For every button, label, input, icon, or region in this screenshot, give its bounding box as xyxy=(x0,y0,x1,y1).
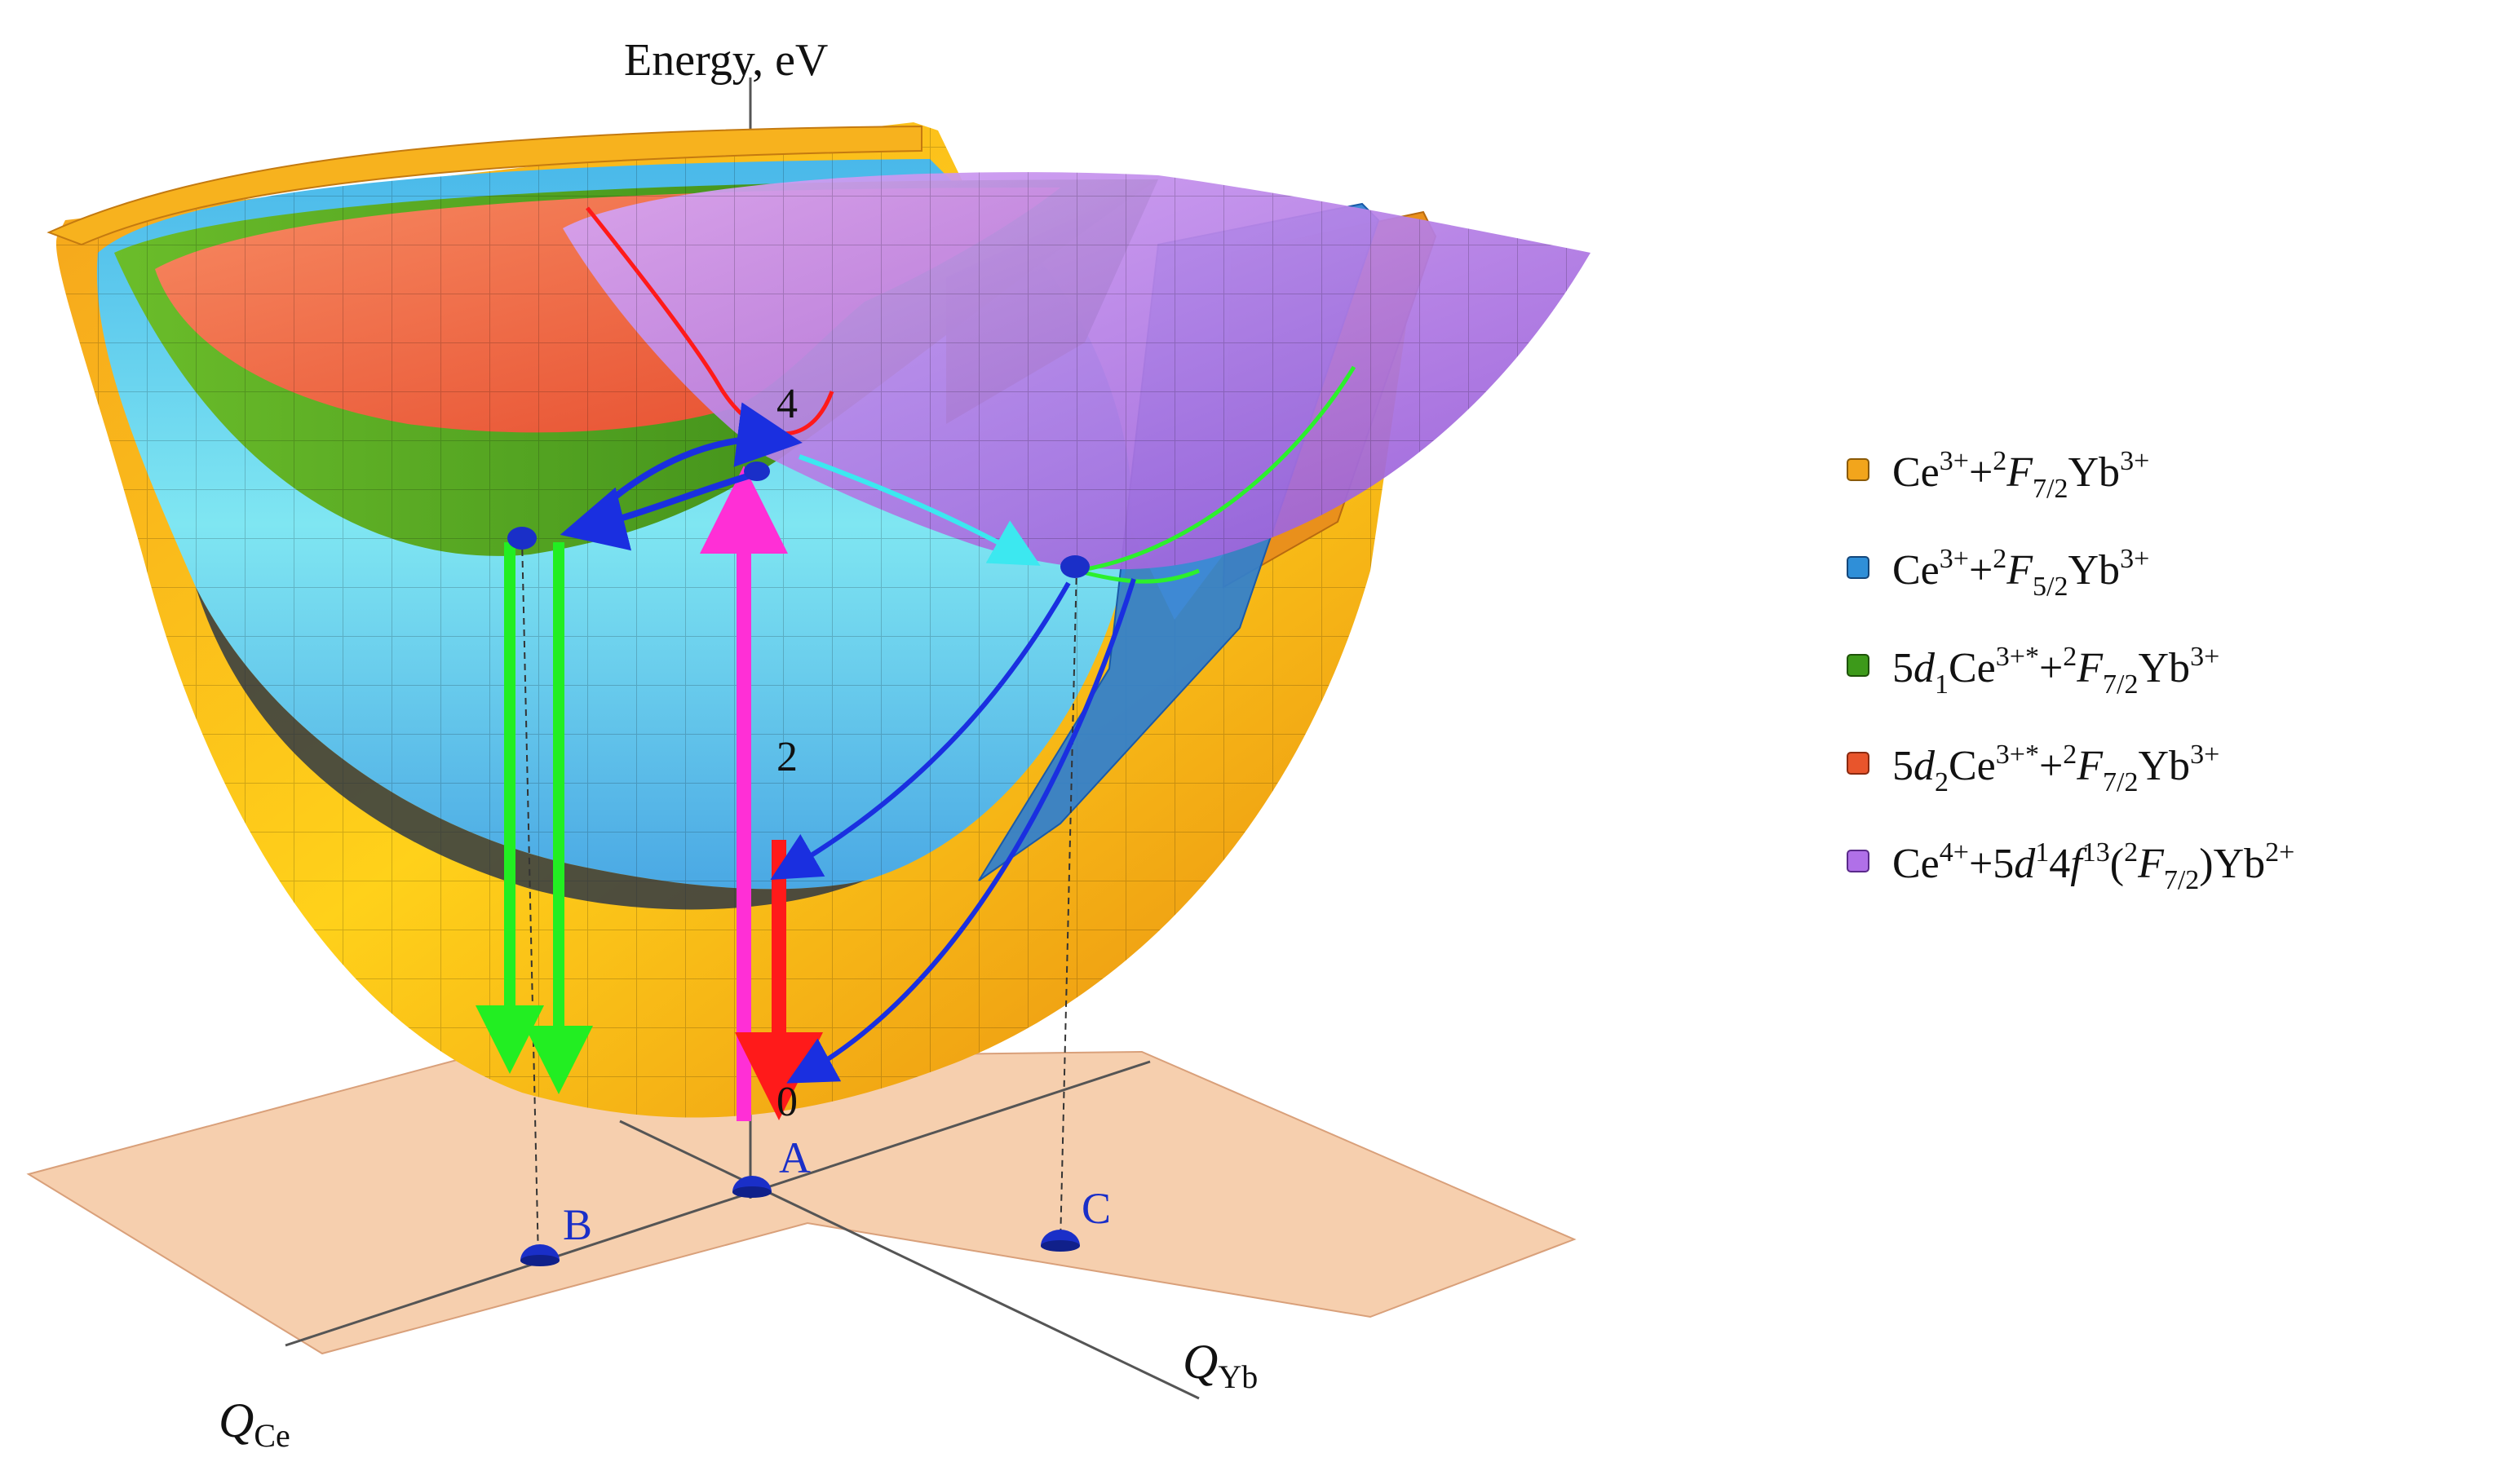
point-marker-excited xyxy=(744,462,770,481)
point-b-label: B xyxy=(563,1200,592,1249)
q-yb-axis xyxy=(619,1120,1200,1400)
relaxation-path-to-cyan-min xyxy=(770,581,1071,881)
tick-label-0: 0 xyxy=(776,1079,798,1125)
legend-item-f52: Ce3++2F5/2Yb3+ xyxy=(1892,544,2149,602)
drop-line-c xyxy=(1060,566,1077,1244)
legend: Ce3++2F7/2Yb3+ Ce3++2F5/2Yb3+ 5d1Ce3+*+2… xyxy=(1847,446,2294,895)
point-marker-d1 xyxy=(507,527,537,550)
relaxation-path-to-ground xyxy=(786,578,1136,1084)
legend-item-ground: Ce3++2F7/2Yb3+ xyxy=(1892,446,2149,504)
q-yb-main: Q xyxy=(1183,1335,1218,1389)
point-a-label: A xyxy=(779,1133,811,1182)
legend-swatch-d2 xyxy=(1847,752,1869,775)
tick-label-4: 4 xyxy=(776,381,798,427)
q-ce-sub: Ce xyxy=(254,1417,290,1454)
point-c-base xyxy=(1041,1240,1080,1252)
point-marker-ct xyxy=(1060,555,1090,578)
q-yb-axis-label: QYb xyxy=(1183,1335,1258,1395)
tick-label-2: 2 xyxy=(776,734,798,780)
legend-swatch-d1 xyxy=(1847,654,1869,677)
point-a-base xyxy=(732,1186,772,1198)
ct-surface-grid xyxy=(563,172,1591,570)
legend-swatch-ground xyxy=(1847,458,1869,481)
legend-item-d2: 5d2Ce3+*+2F7/2Yb3+ xyxy=(1892,740,2219,797)
drop-line-b xyxy=(521,537,539,1261)
legend-item-d1: 5d1Ce3+*+2F7/2Yb3+ xyxy=(1892,642,2219,700)
ground-surface-rim xyxy=(46,125,922,246)
legend-swatch-ct xyxy=(1847,850,1869,872)
legend-item-ct: Ce4++5d14f13(2F7/2)Yb2+ xyxy=(1892,837,2294,895)
charge-transfer-path xyxy=(798,454,1041,566)
energy-axis-label: Energy, eV xyxy=(624,35,828,86)
point-c-label: C xyxy=(1082,1184,1111,1233)
point-b-base xyxy=(520,1255,560,1266)
q-ce-axis-label: QCe xyxy=(219,1393,290,1454)
q-yb-sub: Yb xyxy=(1218,1358,1258,1395)
legend-swatch-f52 xyxy=(1847,556,1869,579)
q-ce-axis xyxy=(285,1060,1151,1347)
q-ce-main: Q xyxy=(219,1393,254,1447)
relaxation-path-lower-left xyxy=(560,470,760,551)
intersection-curve-green xyxy=(1076,365,1356,584)
